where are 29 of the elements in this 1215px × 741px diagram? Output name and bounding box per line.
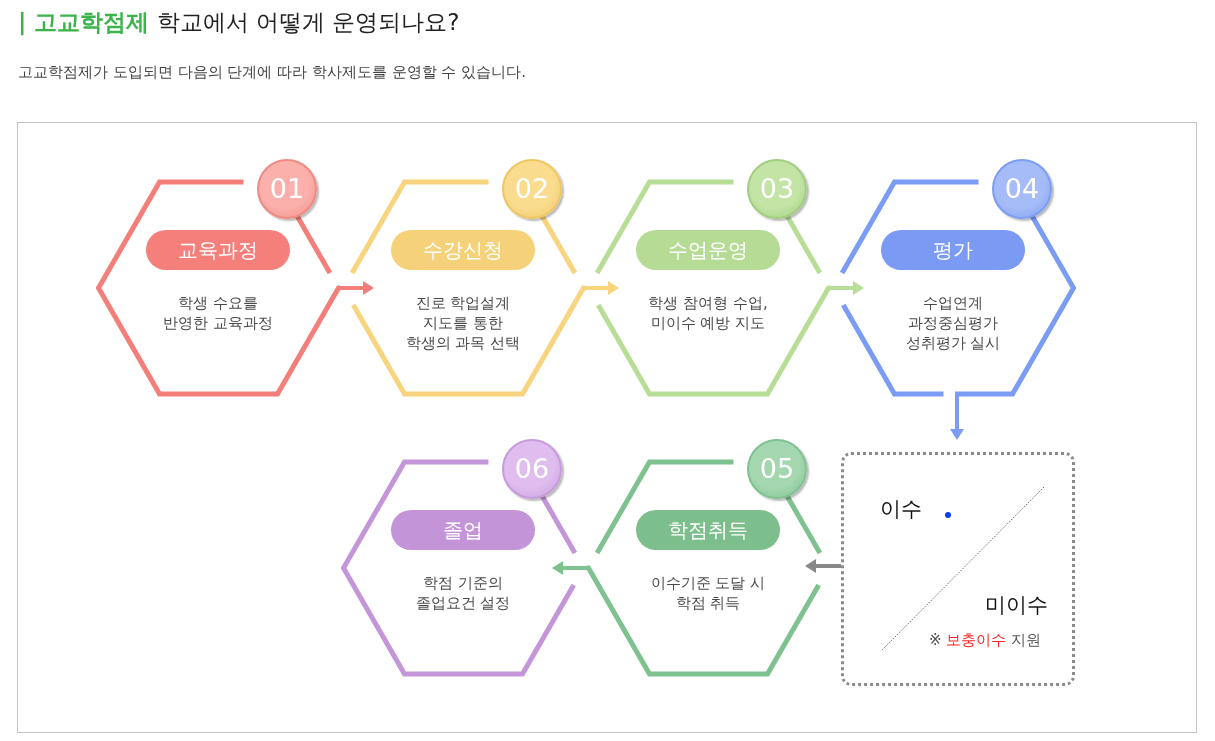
step-description: 진로 학업설계 지도를 통한 학생의 과목 선택 — [404, 293, 522, 353]
step-title-pill: 졸업 — [391, 510, 535, 550]
dotted-panel — [841, 452, 1075, 686]
step-number-badge: 06 — [502, 439, 562, 499]
step-description: 수업연계 과정중심평가 성취평가 실시 — [904, 293, 1002, 353]
step-title-pill: 수업운영 — [636, 230, 780, 270]
arrow — [552, 561, 588, 575]
step-title-pill: 학점취득 — [636, 510, 780, 550]
step-description: 이수기준 도달 시 학점 취득 — [649, 573, 767, 613]
arrow — [828, 281, 864, 295]
step-title-pill: 수강신청 — [391, 230, 535, 270]
step-number-badge: 03 — [747, 159, 807, 219]
status-label: 미이수 — [985, 592, 1048, 619]
step-description: 학생 수요를 반영한 교육과정 — [162, 293, 274, 333]
note-text: ※ 보충이수 지원 — [929, 630, 1042, 650]
arrow — [950, 394, 964, 440]
page-title: | 고교학점제 학교에서 어떻게 운영되나요? — [18, 8, 460, 38]
arrow — [338, 281, 374, 295]
arrow — [583, 281, 619, 295]
status-label: 이수 — [880, 496, 922, 523]
step-number-badge: 05 — [747, 439, 807, 499]
step-title-pill: 평가 — [881, 230, 1025, 270]
step-number-badge: 04 — [992, 159, 1052, 219]
step-number-badge: 02 — [502, 159, 562, 219]
step-number-badge: 01 — [257, 159, 317, 219]
intro-text: 고교학점제가 도입되면 다음의 단계에 따라 학사제도를 운영할 수 있습니다. — [18, 62, 526, 83]
step-description: 학점 기준의 졸업요건 설정 — [414, 573, 512, 613]
step-title-pill: 교육과정 — [146, 230, 290, 270]
step-description: 학생 참여형 수업, 미이수 예방 지도 — [647, 293, 769, 333]
